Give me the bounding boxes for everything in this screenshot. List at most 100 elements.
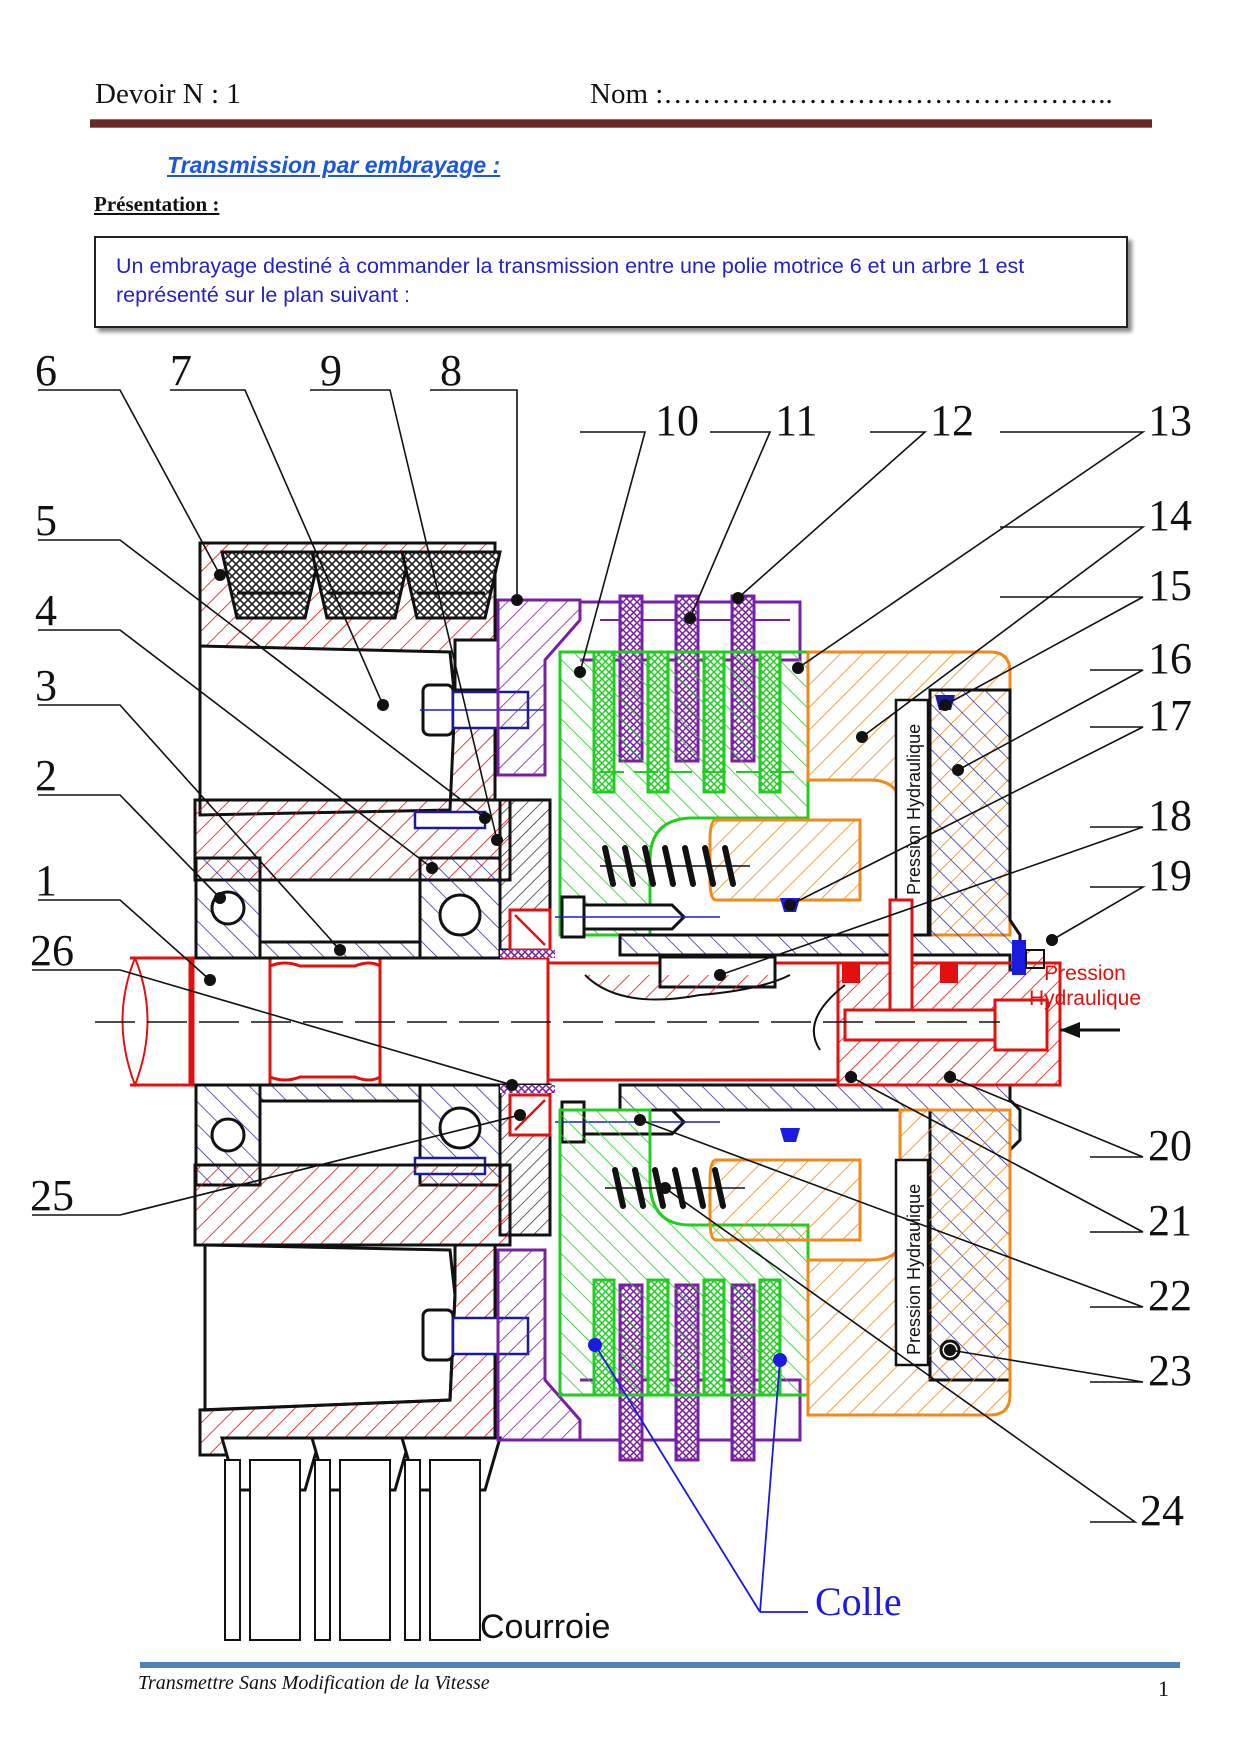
callout-20: 20	[944, 1071, 1192, 1170]
pressure-label-vertical-lower: Pression Hydraulique	[904, 1184, 924, 1355]
nut-19	[1025, 949, 1045, 969]
leader-line	[579, 431, 647, 673]
section-subtitle: Présentation :	[94, 192, 220, 216]
spring-24-upper	[600, 845, 750, 887]
leader-dot	[684, 612, 696, 624]
pulley-6-lower	[193, 1163, 530, 1641]
callout-number: 14	[1148, 491, 1192, 540]
leader-line	[32, 969, 513, 1086]
callout-number: 19	[1148, 851, 1192, 900]
leader-line	[949, 1076, 1144, 1158]
glue-label: Colle	[815, 1579, 902, 1624]
leader-line	[430, 389, 518, 600]
glue-leaders	[588, 1338, 808, 1613]
leader-line	[38, 899, 211, 981]
hub-10-lower	[558, 1108, 810, 1397]
student-name-field[interactable]: Nom :………………………………………..	[590, 78, 1113, 110]
callout-number: 18	[1148, 791, 1192, 840]
leader-line	[719, 826, 1144, 976]
leader-line	[850, 1076, 1144, 1233]
seal-17-lower	[780, 1128, 800, 1142]
leader-line	[38, 539, 486, 819]
page-number: 1	[1158, 1676, 1169, 1701]
callout-number: 24	[1140, 1486, 1184, 1535]
leader-dot	[506, 1079, 518, 1091]
callout-number: 17	[1148, 691, 1192, 740]
callout-11: 11	[684, 396, 817, 624]
callout-number: 11	[775, 396, 817, 445]
callout-25: 25	[30, 1109, 526, 1220]
shaft-cutaway	[584, 974, 791, 1001]
seal-19	[1012, 940, 1026, 975]
leader-line	[949, 1349, 1144, 1383]
leader-dot	[574, 666, 586, 678]
callout-number: 1	[35, 856, 57, 905]
leader-line	[737, 431, 928, 599]
leader-dot	[214, 569, 226, 581]
callout-5: 5	[35, 496, 491, 824]
leader-dot	[944, 1071, 956, 1083]
callout-17: 17	[784, 691, 1192, 911]
pressure-label-red-line2: Hydraulique	[1029, 987, 1141, 1010]
leader-dot	[491, 834, 503, 846]
leader-line	[32, 1114, 521, 1216]
callout-number: 21	[1148, 1196, 1192, 1245]
callout-8: 8	[430, 346, 523, 606]
callout-24: 24	[659, 1182, 1184, 1535]
leader-line	[38, 629, 433, 869]
assignment-number: Devoir N : 1	[95, 78, 241, 110]
leader-line	[957, 669, 1144, 771]
leader-dot	[334, 944, 346, 956]
callout-16: 16	[952, 634, 1192, 776]
callout-number: 2	[35, 751, 57, 800]
callout-13: 13	[792, 396, 1192, 674]
callout-number: 9	[320, 346, 342, 395]
callout-number: 3	[35, 661, 57, 710]
leader-dot	[204, 974, 216, 986]
callout-12: 12	[732, 396, 974, 604]
pressure-label-vertical-upper: Pression Hydraulique	[904, 724, 924, 895]
leader-dot	[856, 731, 868, 743]
footer-divider	[140, 1662, 1180, 1668]
leader-line	[689, 431, 772, 619]
callout-number: 20	[1148, 1121, 1192, 1170]
hydraulic-inlet	[812, 898, 1062, 1087]
leader-dot	[511, 594, 523, 606]
leader-dot	[792, 662, 804, 674]
leader-dot	[784, 899, 796, 911]
leader-line	[310, 389, 498, 841]
callout-22: 22	[634, 1114, 1192, 1320]
leader-line	[170, 389, 384, 706]
callout-19: 19	[1046, 851, 1192, 946]
leader-dot	[714, 969, 726, 981]
callout-number: 23	[1148, 1346, 1192, 1395]
leader-dot	[377, 699, 389, 711]
leader-line	[664, 1187, 1138, 1523]
leader-line	[38, 704, 341, 951]
leader-dot	[952, 764, 964, 776]
pressure-label-red-line1: Pression	[1044, 962, 1126, 985]
leader-line	[38, 389, 221, 576]
leader-line	[797, 431, 1146, 669]
callout-number: 13	[1148, 396, 1192, 445]
leader-dot	[732, 592, 744, 604]
callout-number: 6	[35, 346, 57, 395]
callout-4: 4	[35, 586, 438, 874]
callout-21: 21	[845, 1071, 1192, 1245]
callout-7: 7	[170, 346, 389, 711]
bearings	[194, 856, 502, 1187]
callout-18: 18	[714, 791, 1192, 981]
intro-box: Un embrayage destiné à commander la tran…	[94, 236, 1128, 328]
callout-number: 16	[1148, 634, 1192, 683]
leader-line	[944, 596, 1144, 706]
callout-6: 6	[35, 346, 226, 581]
callout-number: 22	[1148, 1271, 1192, 1320]
callout-26: 26	[30, 926, 518, 1091]
callout-10: 10	[574, 396, 699, 678]
leader-dot	[659, 1182, 671, 1194]
footer-text: Transmettre Sans Modification de la Vite…	[138, 1672, 490, 1694]
clutch-assembly-drawing: Pression Hydraulique	[30, 346, 1192, 1646]
piston-13-lower: Pression Hydraulique	[708, 1108, 1012, 1417]
leader-dot	[426, 862, 438, 874]
callout-number: 10	[655, 396, 699, 445]
